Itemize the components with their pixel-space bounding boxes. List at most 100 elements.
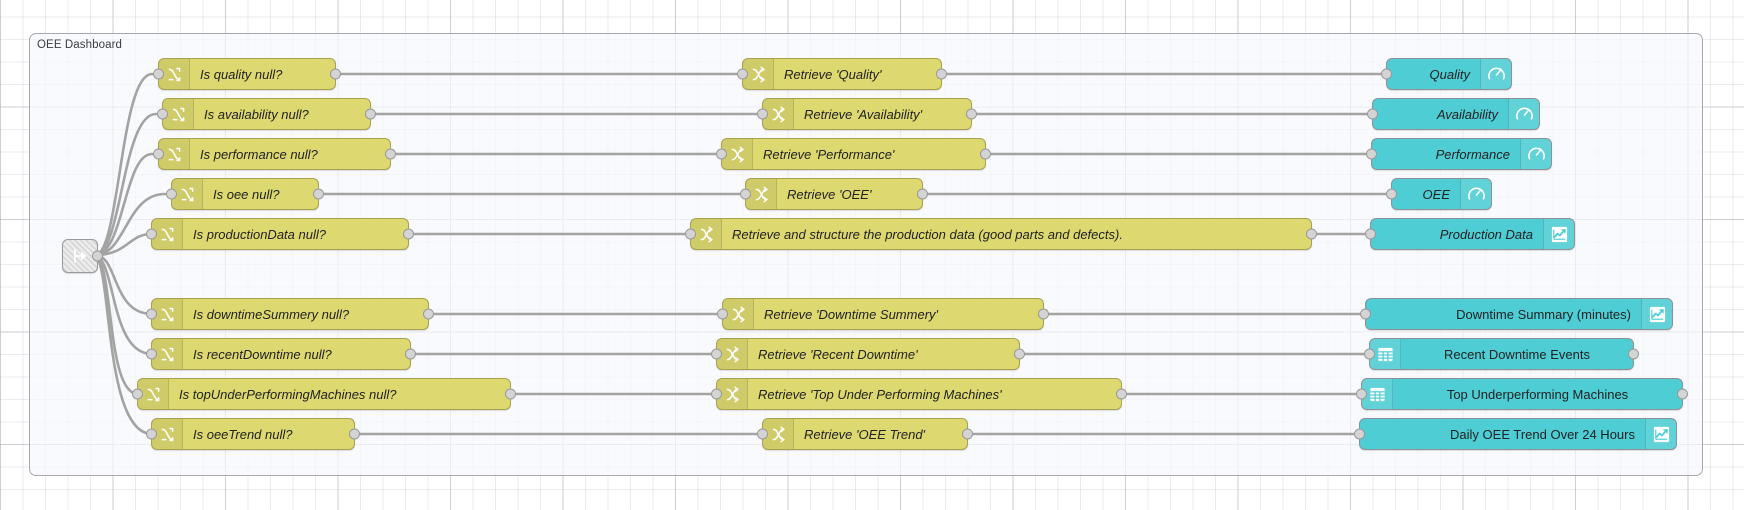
switch-icon (717, 379, 748, 409)
change-node-oee[interactable]: Retrieve 'OEE' (740, 178, 928, 210)
node-output-port[interactable] (936, 68, 947, 80)
switch-icon (152, 339, 183, 369)
node-output-port[interactable] (385, 148, 396, 160)
node-label: Daily OEE Trend Over 24 Hours (1450, 426, 1635, 442)
change-node-performance[interactable]: Retrieve 'Performance' (716, 138, 991, 170)
node-output-port[interactable] (365, 108, 376, 120)
switch-node-recent-downtime[interactable]: Is recentDowntime null? (146, 338, 416, 370)
node-label: Retrieve 'Top Under Performing Machines' (758, 386, 1002, 402)
change-node-availability[interactable]: Retrieve 'Availability' (757, 98, 977, 130)
switch-icon (763, 99, 794, 129)
node-output-port[interactable] (349, 428, 360, 440)
node-input-port[interactable] (737, 68, 748, 80)
switch-icon (159, 139, 190, 169)
node-label: Is productionData null? (193, 226, 326, 242)
gauge-icon (1508, 99, 1539, 129)
ui-chart-node-oee-trend[interactable]: Daily OEE Trend Over 24 Hours (1354, 418, 1677, 450)
node-input-port[interactable] (1360, 308, 1371, 320)
ui-chart-node-production-data[interactable]: Production Data (1365, 218, 1575, 250)
node-input-port[interactable] (711, 388, 722, 400)
node-output-port[interactable] (1116, 388, 1127, 400)
switch-node-downtime-summary[interactable]: Is downtimeSummery null? (146, 298, 434, 330)
node-input-port[interactable] (1364, 348, 1375, 360)
node-input-port[interactable] (146, 348, 157, 360)
node-label: Retrieve 'Performance' (763, 146, 895, 162)
node-input-port[interactable] (153, 68, 164, 80)
node-input-port[interactable] (132, 388, 143, 400)
node-output-port[interactable] (405, 348, 416, 360)
node-input-port[interactable] (1365, 228, 1376, 240)
node-input-port[interactable] (1366, 148, 1377, 160)
node-input-port[interactable] (146, 308, 157, 320)
switch-node-oee-trend[interactable]: Is oeeTrend null? (146, 418, 360, 450)
node-label: Retrieve 'Quality' (784, 66, 882, 82)
switch-icon (722, 139, 753, 169)
node-label: Availability (1436, 106, 1498, 122)
change-node-oee-trend[interactable]: Retrieve 'OEE Trend' (757, 418, 973, 450)
node-output-port[interactable] (966, 108, 977, 120)
node-input-port[interactable] (157, 108, 168, 120)
node-input-port[interactable] (146, 428, 157, 440)
node-label: Downtime Summary (minutes) (1456, 306, 1631, 322)
switch-icon (746, 179, 777, 209)
node-output-port[interactable] (313, 188, 324, 200)
node-output-port[interactable] (1014, 348, 1025, 360)
node-input-port[interactable] (740, 188, 751, 200)
switch-icon (163, 99, 194, 129)
node-input-port[interactable] (716, 148, 727, 160)
change-node-downtime-summary[interactable]: Retrieve 'Downtime Summery' (717, 298, 1049, 330)
switch-node-performance[interactable]: Is performance null? (153, 138, 396, 170)
node-input-port[interactable] (711, 348, 722, 360)
node-input-port[interactable] (1381, 68, 1392, 80)
node-output-port[interactable] (1628, 348, 1639, 360)
node-input-port[interactable] (757, 428, 768, 440)
change-node-quality[interactable]: Retrieve 'Quality' (737, 58, 947, 90)
ui-gauge-node-performance[interactable]: Performance (1366, 138, 1552, 170)
node-input-port[interactable] (153, 148, 164, 160)
switch-node-production-data[interactable]: Is productionData null? (146, 218, 414, 250)
node-output-port[interactable] (505, 388, 516, 400)
node-input-port[interactable] (166, 188, 177, 200)
node-output-port[interactable] (423, 308, 434, 320)
switch-node-availability[interactable]: Is availability null? (157, 98, 376, 130)
node-output-port[interactable] (1038, 308, 1049, 320)
node-label: Recent Downtime Events (1444, 346, 1590, 362)
ui-gauge-node-oee[interactable]: OEE (1386, 178, 1492, 210)
node-input-port[interactable] (717, 308, 728, 320)
inject-node[interactable] (62, 239, 103, 273)
node-input-port[interactable] (1386, 188, 1397, 200)
node-label: Retrieve 'Recent Downtime' (758, 346, 918, 362)
node-output-port[interactable] (403, 228, 414, 240)
node-output-port[interactable] (1306, 228, 1317, 240)
change-node-top-underperforming[interactable]: Retrieve 'Top Under Performing Machines' (711, 378, 1127, 410)
node-input-port[interactable] (1367, 108, 1378, 120)
node-output-port[interactable] (1677, 388, 1688, 400)
node-input-port[interactable] (757, 108, 768, 120)
switch-icon (159, 59, 190, 89)
node-input-port[interactable] (685, 228, 696, 240)
switch-node-top-underperforming[interactable]: Is topUnderPerformingMachines null? (132, 378, 516, 410)
ui-chart-node-downtime-summary[interactable]: Downtime Summary (minutes) (1360, 298, 1673, 330)
node-label: Is availability null? (204, 106, 309, 122)
inject-output-port[interactable] (92, 250, 103, 262)
change-node-recent-downtime[interactable]: Retrieve 'Recent Downtime' (711, 338, 1025, 370)
node-output-port[interactable] (917, 188, 928, 200)
node-input-port[interactable] (1354, 428, 1365, 440)
node-label: Retrieve 'Downtime Summery' (764, 306, 939, 322)
ui-gauge-node-availability[interactable]: Availability (1367, 98, 1540, 130)
ui-gauge-node-quality[interactable]: Quality (1381, 58, 1512, 90)
switch-node-quality[interactable]: Is quality null? (153, 58, 341, 90)
ui-table-node-recent-downtime[interactable]: Recent Downtime Events (1364, 338, 1639, 370)
node-label: Retrieve 'OEE Trend' (804, 426, 926, 442)
switch-icon (152, 419, 183, 449)
node-input-port[interactable] (146, 228, 157, 240)
ui-table-node-top-underperforming[interactable]: Top Underperforming Machines (1356, 378, 1688, 410)
node-input-port[interactable] (1356, 388, 1367, 400)
change-node-production-data[interactable]: Retrieve and structure the production da… (685, 218, 1317, 250)
table-icon (1362, 379, 1393, 409)
node-output-port[interactable] (962, 428, 973, 440)
node-output-port[interactable] (980, 148, 991, 160)
switch-node-oee[interactable]: Is oee null? (166, 178, 324, 210)
node-output-port[interactable] (330, 68, 341, 80)
